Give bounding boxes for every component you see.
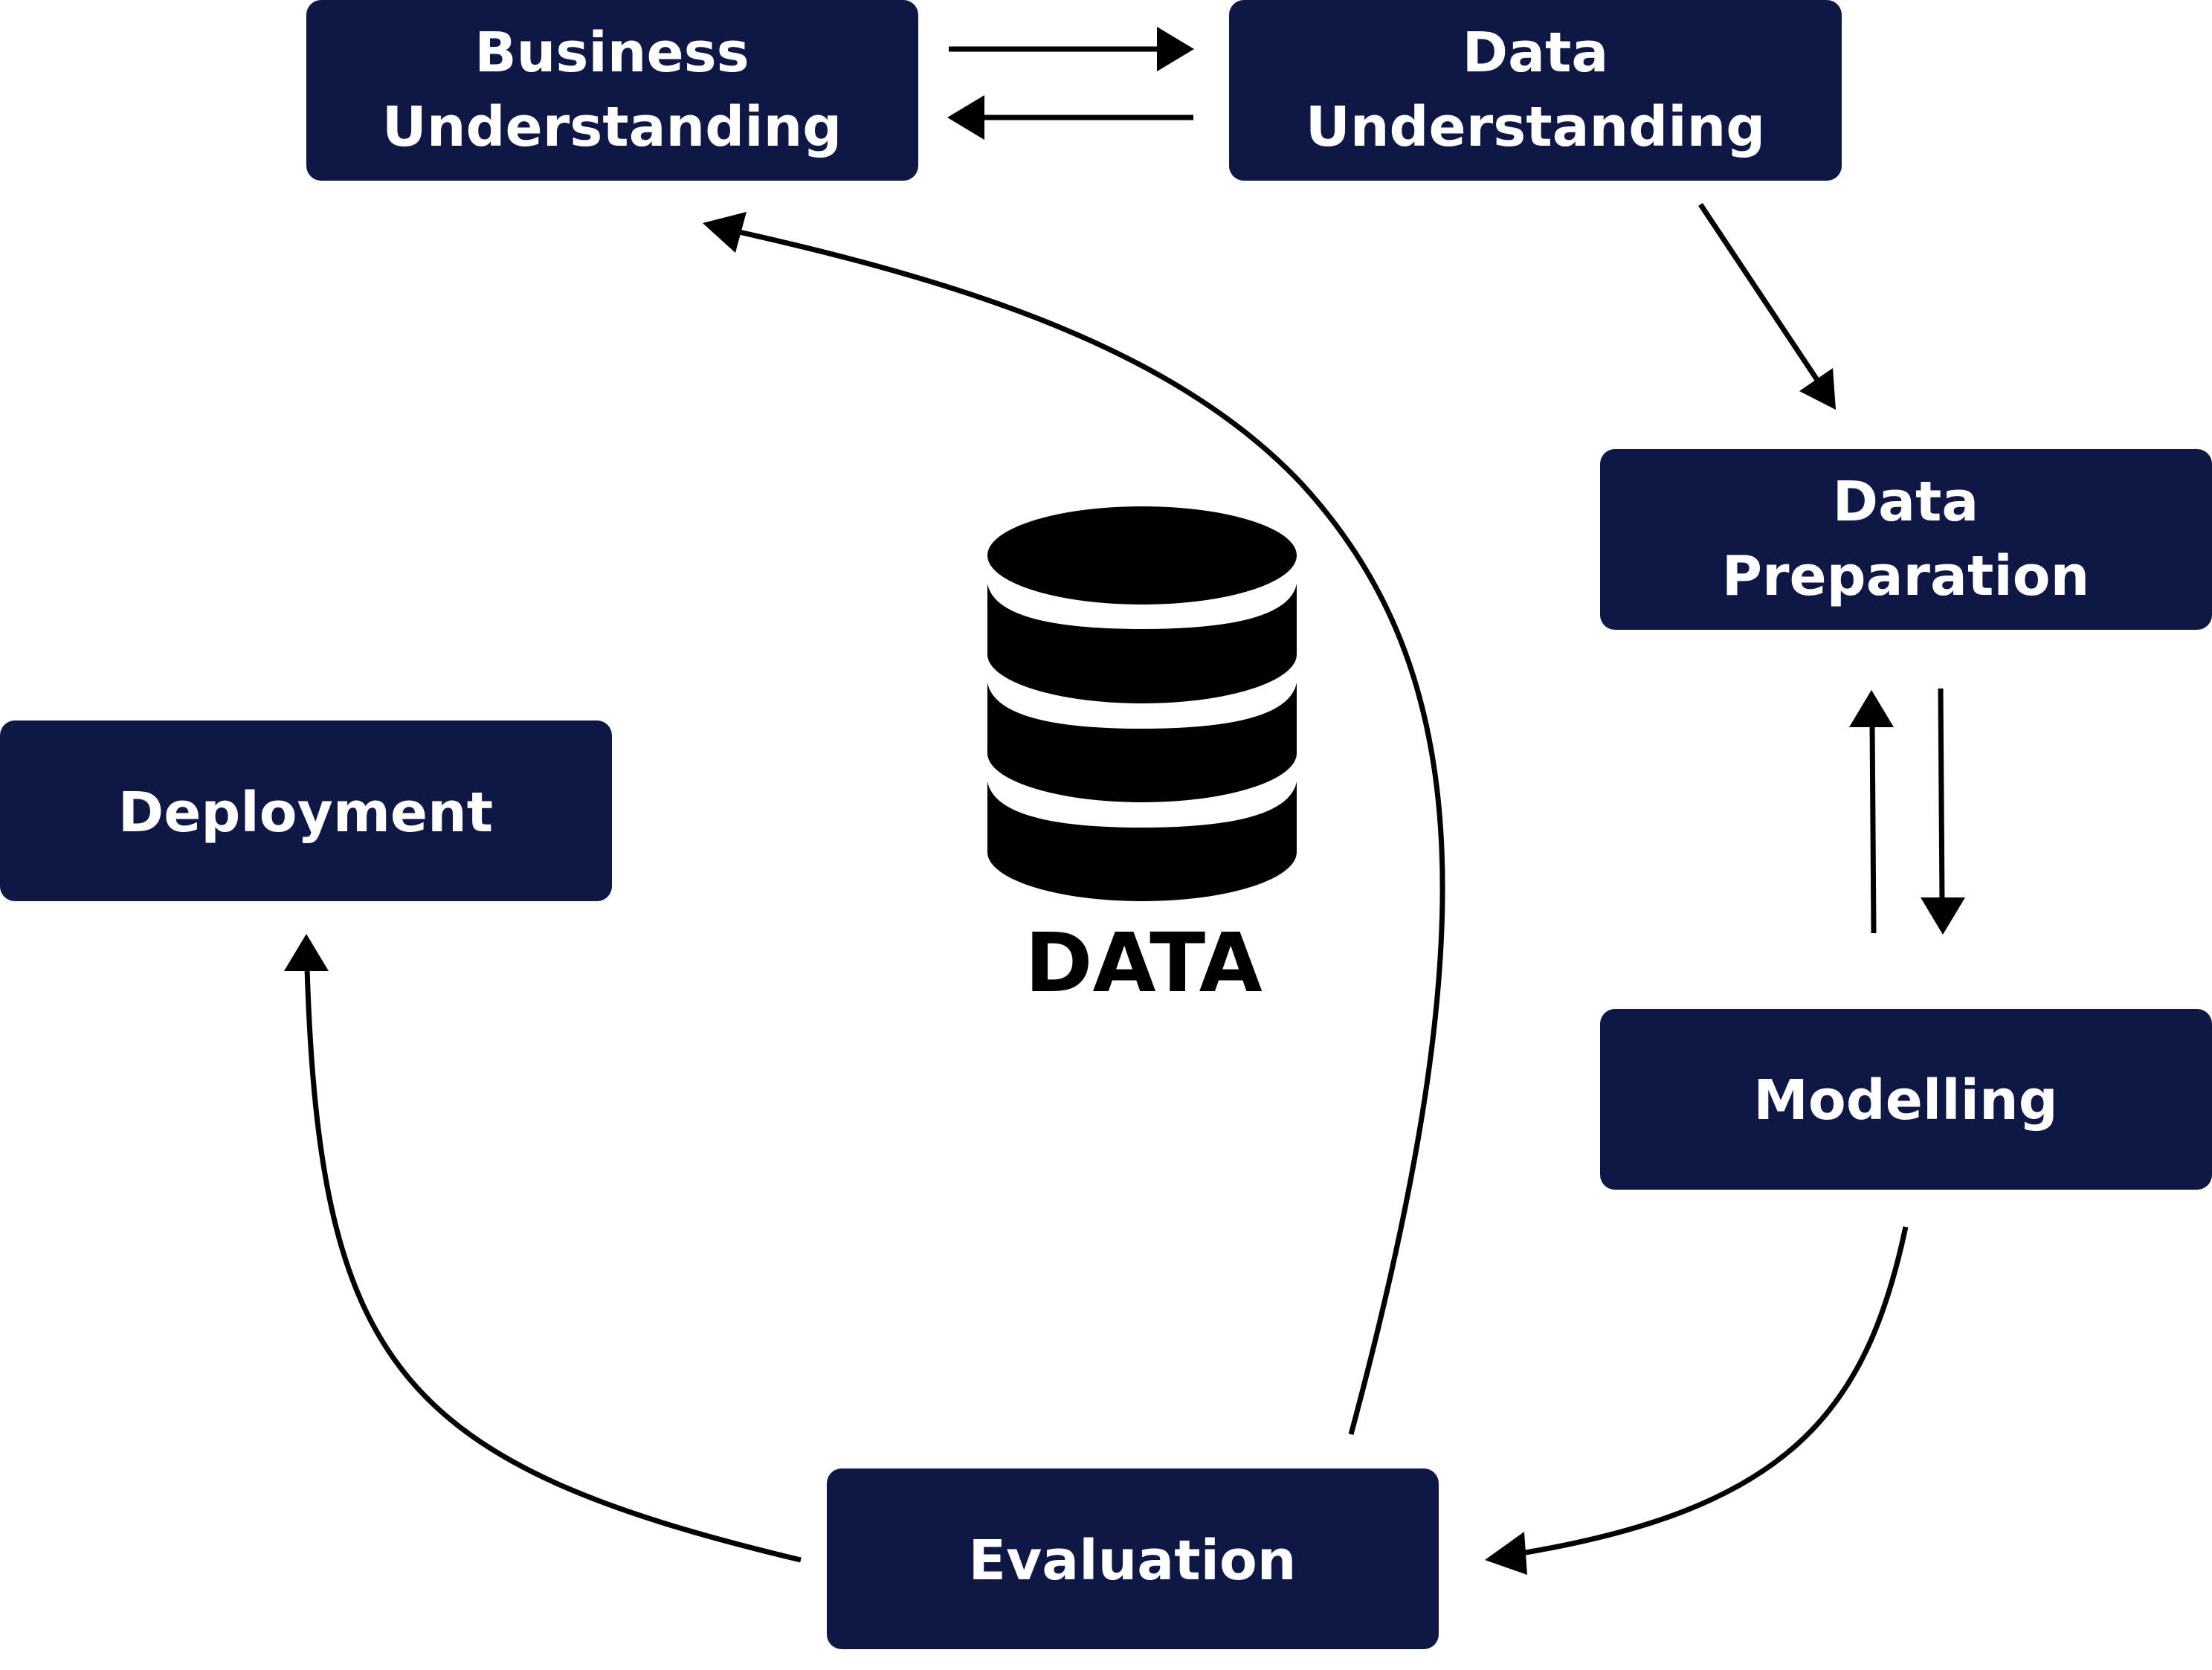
evaluation-label: Evaluation [969,1529,1297,1593]
data-understanding-label-line2: Understanding [1306,95,1765,159]
arrow-evaluation-to-business [703,212,1445,1435]
arrow-data-understanding-to-data-preparation [1698,203,1836,410]
arrow-business-to-data-understanding [949,27,1194,71]
stage-modelling: Modelling [1600,1009,2212,1190]
box-deployment [0,720,612,901]
stage-deployment: Deployment [0,720,612,901]
arrow-modelling-to-data-preparation [1849,690,1894,934]
box-evaluation [827,1468,1439,1649]
stage-data-preparation: Data Preparation [1600,449,2212,630]
stage-evaluation: Evaluation [827,1468,1439,1649]
business-label-line2: Understanding [382,95,842,159]
box-data-understanding [1229,0,1842,181]
box-data-preparation [1600,449,2212,630]
deployment-label: Deployment [118,781,493,845]
data-label: DATA [1025,915,1263,1010]
box-business-understanding [306,0,918,181]
arrow-data-understanding-to-business [947,95,1193,140]
database-icon [987,506,1297,901]
data-preparation-label-line2: Preparation [1722,544,2090,608]
stage-data-understanding: Data Understanding [1229,0,1842,181]
stage-business-understanding: Business Understanding [306,0,918,181]
box-modelling [1600,1009,2212,1190]
arrow-modelling-to-evaluation [1485,1226,1909,1575]
modelling-label: Modelling [1753,1068,2057,1132]
business-label-line1: Business [474,21,749,85]
data-understanding-label-line1: Data [1463,21,1609,85]
arrow-evaluation-to-deployment [284,934,802,1563]
data-preparation-label-line1: Data [1833,470,1979,534]
arrow-data-preparation-to-modelling [1921,688,1965,935]
